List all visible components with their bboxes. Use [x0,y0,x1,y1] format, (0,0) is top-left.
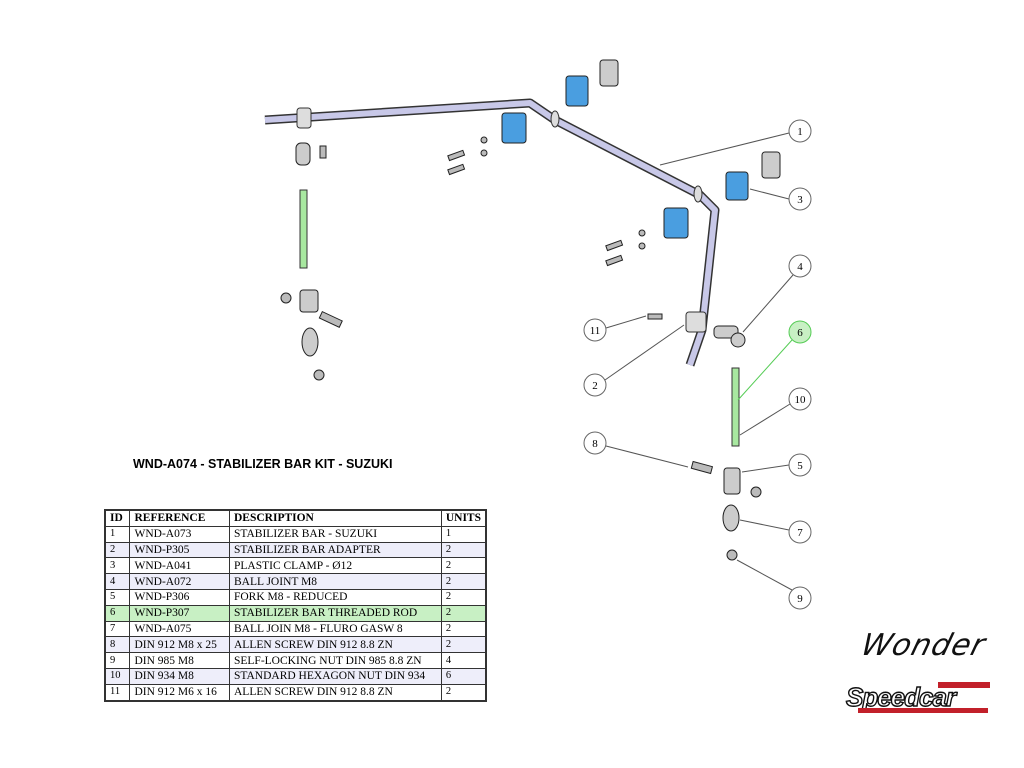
callout-8: 8 [583,431,607,455]
callout-label: 7 [797,527,803,539]
cell-id: 3 [104,557,131,575]
callout-10: 10 [788,387,812,411]
cell-reference: WND-P307 [129,604,230,622]
cell-description: BALL JOINT M8 [228,573,442,590]
screws-and-nuts [280,136,762,561]
cell-units: 6 [440,667,487,685]
callout-label: 4 [797,261,803,273]
cell-description: BALL JOIN M8 - FLURO GASW 8 [228,620,442,638]
cell-reference: DIN 912 M8 x 25 [129,636,230,654]
speedcar-logo: Speedcar [838,680,993,716]
stabilizer-bar [264,98,720,367]
callout-label: 5 [797,460,803,472]
cell-id: 11 [104,683,131,702]
cell-description: PLASTIC CLAMP - Ø12 [228,557,442,575]
cell-id: 10 [104,667,131,685]
callout-3: 3 [788,187,812,211]
cell-id: 2 [104,541,131,559]
cell-id: 9 [104,652,131,669]
callout-5: 5 [788,453,812,477]
cell-reference: WND-P305 [129,541,230,559]
callout-6: 6 [788,320,812,344]
bar-bushings [296,107,707,333]
joints [295,142,746,532]
cell-reference: WND-A072 [129,573,230,590]
cell-description: STANDARD HEXAGON NUT DIN 934 [228,667,442,685]
cell-id: 4 [104,573,131,590]
cell-reference: DIN 934 M8 [129,667,230,685]
header-reference: REFERENCE [129,509,230,527]
cell-units: 2 [440,620,487,638]
callout-label: 9 [797,593,803,605]
callout-label: 6 [797,327,803,339]
callout-label: 8 [592,438,598,450]
kit-title: WND-A074 - STABILIZER BAR KIT - SUZUKI [133,457,393,471]
header-id: ID [104,509,131,527]
cell-units: 2 [440,636,487,654]
cell-units: 1 [440,525,487,543]
cell-reference: DIN 985 M8 [129,652,230,669]
cell-units: 2 [440,573,487,590]
callout-1: 1 [788,119,812,143]
cell-units: 2 [440,683,487,702]
cell-id: 8 [104,636,131,654]
cell-id: 7 [104,620,131,638]
cell-id: 1 [104,525,131,543]
callout-7: 7 [788,520,812,544]
cell-reference: WND-A073 [129,525,230,543]
cell-reference: WND-P306 [129,588,230,606]
threaded-rods [299,189,740,447]
table-header-row: ID REFERENCE DESCRIPTION UNITS [104,509,487,527]
leader-lines [604,132,794,591]
cell-reference: WND-A041 [129,557,230,575]
cell-id: 5 [104,588,131,606]
callout-11: 11 [583,318,607,342]
callout-label: 10 [795,394,807,406]
callout-label: 1 [797,126,803,138]
callout-4: 4 [788,254,812,278]
cell-units: 2 [440,557,487,575]
cell-reference: WND-A075 [129,620,230,638]
cell-description: STABILIZER BAR ADAPTER [228,541,442,559]
wonder-logo: Wonder [857,628,990,663]
cell-description: STABILIZER BAR THREADED ROD [228,604,442,622]
cell-description: SELF-LOCKING NUT DIN 985 8.8 ZN [228,652,442,669]
cell-reference: DIN 912 M6 x 16 [129,683,230,702]
cell-description: STABILIZER BAR - SUZUKI [228,525,442,543]
clamp-plate-icons [599,59,781,179]
cell-units: 2 [440,588,487,606]
cell-id: 6 [104,604,131,622]
callout-label: 2 [592,380,598,392]
cell-units: 2 [440,604,487,622]
callout-9: 9 [788,586,812,610]
cell-units: 2 [440,541,487,559]
callout-label: 3 [797,194,803,206]
callout-label: 11 [590,325,601,337]
cell-description: ALLEN SCREW DIN 912 8.8 ZN [228,636,442,654]
callout-2: 2 [583,373,607,397]
cell-description: ALLEN SCREW DIN 912 8.8 ZN [228,683,442,702]
header-description: DESCRIPTION [228,509,442,527]
cell-units: 4 [440,652,487,669]
header-units: UNITS [440,509,487,527]
plastic-clamp-icons [501,75,749,239]
cell-description: FORK M8 - REDUCED [228,588,442,606]
